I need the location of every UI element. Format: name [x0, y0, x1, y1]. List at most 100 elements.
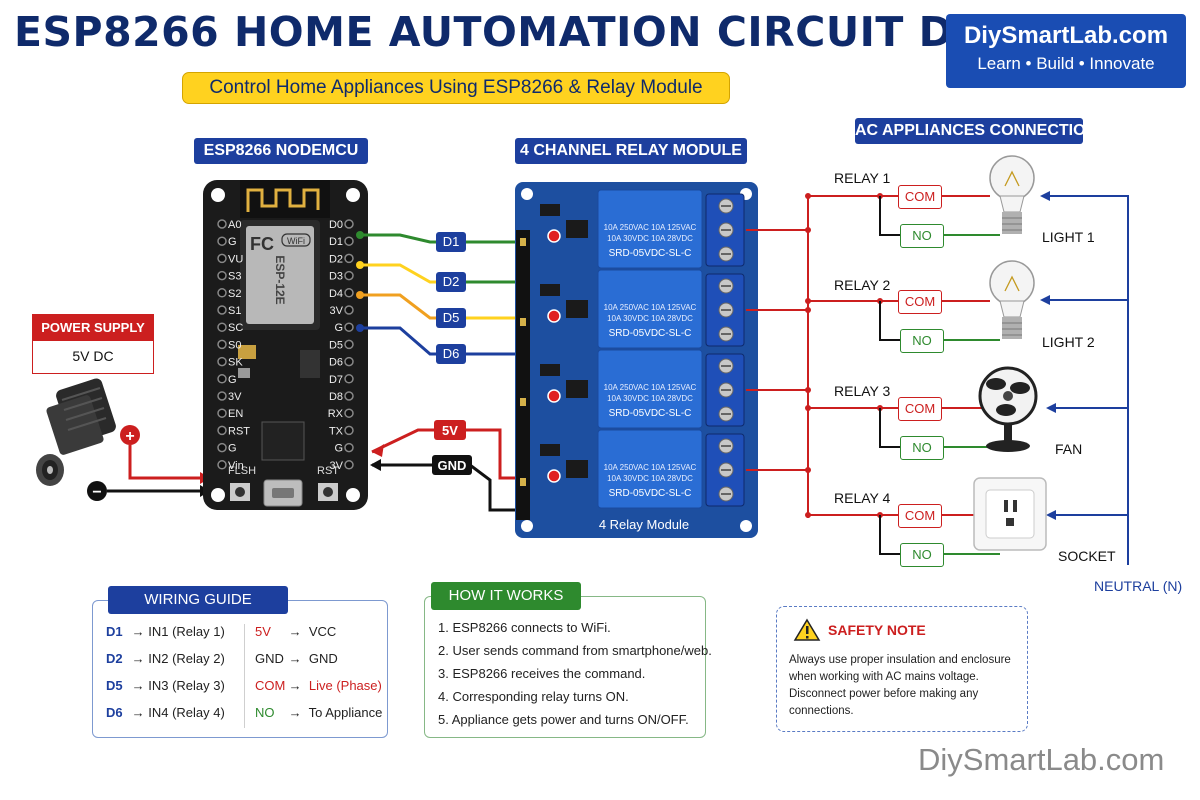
step-1: 1. ESP8266 connects to WiFi.	[438, 620, 611, 635]
wg-target: IN2 (Relay 2)	[148, 651, 225, 666]
wiring-guide-title: WIRING GUIDE	[108, 586, 288, 614]
esp-left-pin-label: G	[228, 374, 237, 386]
relay-1-label: RELAY 1	[834, 170, 891, 186]
relay-led-icon	[547, 469, 561, 483]
wg-target: GND	[308, 651, 338, 666]
esp-left-pin-label: RST	[228, 425, 250, 437]
optocoupler	[566, 220, 588, 238]
neutral-wire	[1048, 195, 1129, 565]
esp-left-pin-label: VU	[228, 253, 243, 265]
no-2-box: NO	[900, 329, 944, 353]
esp-right-pin-label: TX	[329, 425, 344, 437]
how-it-works-title: HOW IT WORKS	[431, 582, 581, 610]
esp-right-pin-label: G	[334, 322, 343, 334]
plus-sign: +	[125, 428, 134, 445]
arrow: →	[288, 705, 302, 720]
wg-pin: COM	[255, 678, 286, 693]
brand-tagline: Learn • Build • Innovate	[977, 54, 1155, 73]
tag-d2: D2	[436, 272, 466, 292]
no-wire	[879, 408, 900, 448]
brand-logo: DiySmartLab.com Learn • Build • Innovate	[946, 14, 1186, 88]
power-plus-wire	[128, 445, 208, 480]
relay-section-label: 4 CHANNEL RELAY MODULE	[515, 138, 747, 164]
appliance-1-label: LIGHT 1	[1042, 229, 1095, 245]
socket-icon	[973, 477, 1047, 551]
relay-unit	[597, 189, 703, 269]
warning-icon	[793, 618, 821, 641]
plus-terminal	[120, 425, 140, 445]
wg-target: IN3 (Relay 3)	[148, 678, 225, 693]
esp-right-pin-label: D6	[329, 357, 343, 369]
relay-rating-1: 10A 250VAC 10A 125VAC	[604, 303, 697, 312]
optocoupler	[566, 380, 588, 398]
wiring-guide-divider	[244, 624, 245, 728]
arrow: →	[131, 651, 145, 666]
rst-label: RST	[317, 465, 339, 477]
safety-note-panel	[776, 606, 1028, 732]
wg-pin: GND	[255, 651, 284, 666]
esp-right-pin-label: D2	[329, 253, 343, 265]
relay-rating-2: 10A 30VDC 10A 28VDC	[607, 474, 693, 483]
appliance-3-label: FAN	[1055, 441, 1083, 457]
esp-right-pin-label: RX	[328, 408, 344, 420]
relay-2-label: RELAY 2	[834, 277, 891, 293]
esp-left-pin-label: S3	[228, 271, 241, 283]
wiring-guide-left: D1 → IN1 (Relay 1) D2 → IN2 (Relay 2) D5…	[106, 624, 225, 732]
step-3: 3. ESP8266 receives the command.	[438, 666, 646, 681]
tag-gnd	[432, 455, 472, 475]
wg-pin: D2	[106, 651, 123, 666]
esp-right-pin-label: D5	[329, 339, 343, 351]
relay-rating-1: 10A 250VAC 10A 125VAC	[604, 383, 697, 392]
tag-d5: D5	[436, 308, 466, 328]
relay-model: SRD-05VDC-SL-C	[609, 328, 692, 339]
power-supply-box: POWER SUPPLY 5V DC	[32, 314, 154, 374]
wg-pin: 5V	[255, 624, 271, 639]
esp-left-pin-label: SC	[228, 322, 243, 334]
relay-unit	[597, 429, 703, 509]
module-name: ESP-12E	[273, 255, 287, 304]
relay-model: SRD-05VDC-SL-C	[609, 408, 692, 419]
appliance-4-label: SOCKET	[1058, 548, 1116, 564]
no-1-box: NO	[900, 224, 944, 248]
fcc-mark: FC	[250, 234, 274, 254]
arrow: →	[288, 624, 302, 639]
relay-rating-2: 10A 30VDC 10A 28VDC	[607, 314, 693, 323]
no-wire	[879, 515, 900, 555]
ac-section-label: AC APPLIANCES CONNECTION	[855, 118, 1097, 144]
brand-name: DiySmartLab.com	[963, 22, 1169, 49]
arrow: →	[131, 705, 145, 720]
relay-rating-1: 10A 250VAC 10A 125VAC	[604, 463, 697, 472]
minus-sign: −	[92, 484, 101, 501]
wg-pin: NO	[255, 705, 275, 720]
no-4-box: NO	[900, 543, 944, 567]
no-3-box: NO	[900, 436, 944, 460]
flash-label: FLSH	[228, 465, 256, 477]
relay-rating-1: 10A 250VAC 10A 125VAC	[604, 223, 697, 232]
tag-d1: D1	[436, 232, 466, 252]
esp-left-pin-label: S0	[228, 339, 241, 351]
safety-note-text: Always use proper insulation and enclosu…	[789, 654, 1011, 717]
esp8266-board: FC WiFi ESP-12E FLSH RST	[203, 180, 368, 510]
esp-left-pin-label: S2	[228, 288, 241, 300]
esp-right-pin-label: 3V	[330, 305, 344, 317]
arrow: →	[288, 651, 302, 666]
relay-model: SRD-05VDC-SL-C	[609, 488, 692, 499]
light-bulb-2-icon	[989, 260, 1035, 339]
relay-unit	[597, 269, 703, 349]
how-it-works-list: 1. ESP8266 connects to WiFi. 2. User sen…	[438, 620, 712, 735]
wg-pin: D6	[106, 705, 123, 720]
step-4: 4. Corresponding relay turns ON.	[438, 689, 629, 704]
optocoupler	[566, 300, 588, 318]
fan-icon	[978, 366, 1038, 452]
optocoupler	[566, 460, 588, 478]
esp-left-pin-label: EN	[228, 408, 243, 420]
wire-5v	[371, 428, 517, 480]
step-2: 2. User sends command from smartphone/we…	[438, 643, 712, 658]
tag-gnd-text: GND	[438, 458, 467, 473]
relay-led-icon	[547, 229, 561, 243]
esp-left-pin-label: G	[228, 236, 237, 248]
relay-4-label: RELAY 4	[834, 490, 891, 506]
esp-section-label: ESP8266 NODEMCU	[194, 138, 368, 164]
arrow: →	[131, 678, 145, 693]
